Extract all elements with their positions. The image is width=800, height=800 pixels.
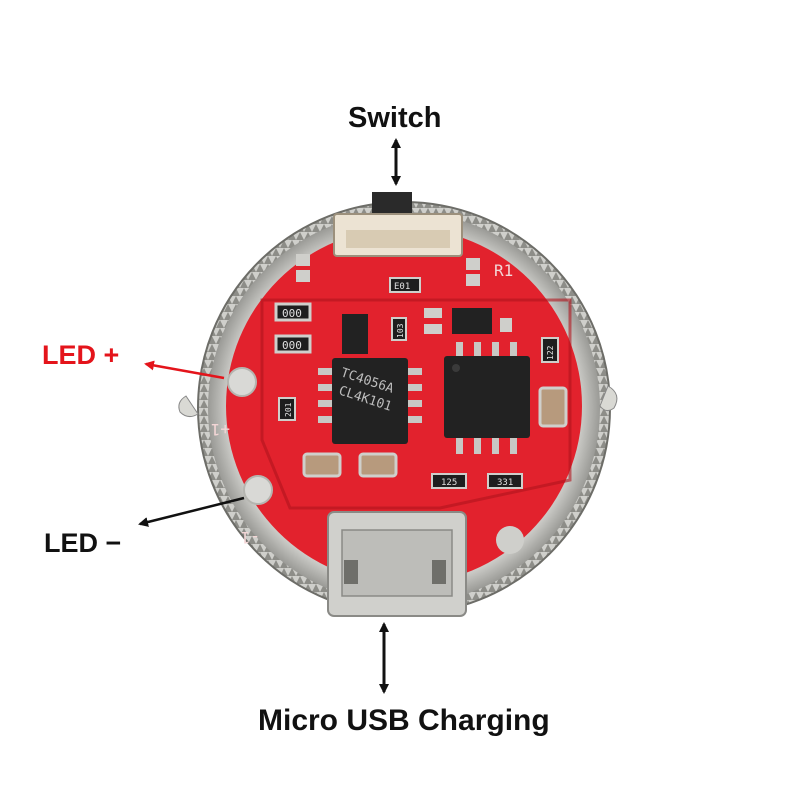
led-minus-label: LED − [44,528,122,558]
micro-usb-port [327,511,467,617]
led-plus-pad: +1 [211,367,257,439]
led-plus-label: LED + [42,340,120,370]
res-marking-8: 122 [546,345,555,360]
capacitors [302,386,568,478]
switch-connector [333,192,463,257]
led-plus-arrow [144,360,225,380]
res-marking-7: 331 [497,478,513,488]
res-marking-6: 125 [441,478,457,488]
solder-pads [296,254,524,554]
led-minus-arrow [138,496,245,527]
driver-ic [444,342,530,454]
mosfet [342,314,368,354]
silk-r1: R1 [494,261,513,280]
res-marking-5: 103 [396,323,405,338]
resistor-group: 000 000 201 E01 103 125 331 122 [274,277,559,489]
led-minus-pad: -1 [241,475,273,547]
res-marking-2: 000 [282,339,302,352]
switch-label: Switch [348,102,442,134]
res-marking-3: 201 [284,402,293,417]
res-marking-1: 000 [282,307,302,320]
res-marking-4: E01 [394,282,410,292]
usb-charging-label: Micro USB Charging [258,704,550,737]
transistor [452,308,492,334]
charger-ic: TC4056A CL4K101 [318,358,422,444]
pad-plus-marking: +1 [211,420,230,439]
pad-minus-marking: -1 [241,528,260,547]
